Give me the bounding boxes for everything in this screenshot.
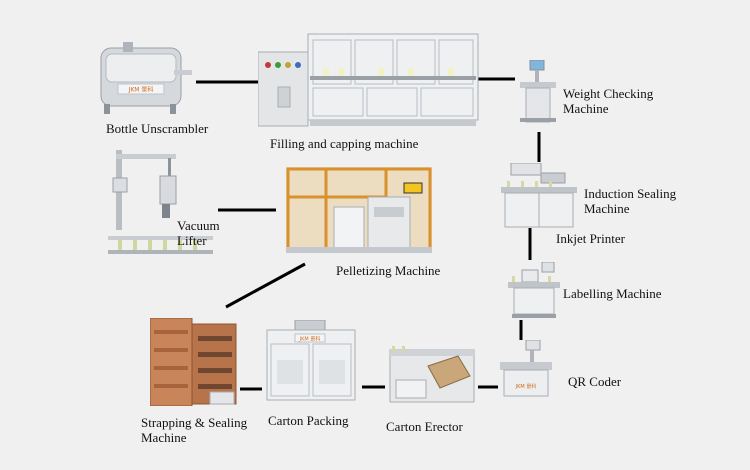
labelling-image [508,261,560,320]
qr-coder-image: JKM 景科 [500,339,552,400]
carton-erector-image [388,344,476,404]
filling-capping-image [257,32,480,128]
carton-packing-image: JKM 景科 [265,319,357,404]
label-strapping-sealing-line1: Strapping & Sealing [141,415,248,430]
label-weight-checking-line2: Machine [563,101,609,116]
label-filling-capping: Filling and capping machine [270,136,419,151]
label-strapping-sealing-line2: Machine [141,430,187,445]
induction-sealing-image [501,162,577,229]
brand-logo-1: JKM 景科 [128,86,154,94]
strapping-sealing-image [149,317,238,407]
label-vacuum-lifter-line2: Lifter [177,233,207,248]
label-bottle-unscrambler: Bottle Unscrambler [106,121,209,136]
label-strapping-sealing: Strapping & Sealing Machine [141,415,247,445]
pelletizing-image [286,167,432,255]
label-vacuum-lifter: Vacuum Lifter [177,218,220,248]
vacuum-lifter-image [108,150,213,258]
connector-pelletizing-strapping [225,262,306,309]
brand-logo-3: JKM 景科 [299,336,321,343]
weight-checking-image [518,59,558,124]
brand-logo-2: JKM 景科 [515,383,537,390]
label-inkjet-printer: Inkjet Printer [556,231,625,246]
label-vacuum-lifter-line1: Vacuum [177,218,220,233]
label-carton-erector: Carton Erector [386,419,463,434]
label-induction-sealing: Induction Sealing Machine [584,186,676,216]
label-induction-sealing-line1: Induction Sealing [584,186,677,201]
label-labelling: Labelling Machine [563,286,662,301]
label-weight-checking-line1: Weight Checking [563,86,654,101]
label-induction-sealing-line2: Machine [584,201,630,216]
bottle-unscrambler-image: JKM 景科 [98,40,193,115]
label-pelletizing: Pelletizing Machine [336,263,441,278]
label-weight-checking: Weight Checking Machine [563,86,653,116]
label-qr-coder: QR Coder [568,374,622,389]
label-carton-packing: Carton Packing [268,413,349,428]
